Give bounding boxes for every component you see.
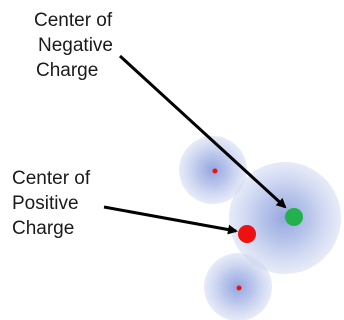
negative-charge-arrow [118,54,287,209]
negative-charge-center [285,208,303,226]
central-atom-cloud [229,162,341,274]
positive-label-line2: Positive [12,193,79,214]
positive-label-line3: Charge [12,218,75,239]
negative-charge-label: Center of Negative Charge [34,8,113,83]
nucleus-bottom [236,285,242,291]
positive-charge-center [238,225,256,243]
negative-label-line1: Center of [34,10,113,31]
positive-charge-label: Center of Positive Charge [12,166,90,241]
negative-label-line2: Negative [38,35,113,56]
nucleus-top [212,168,218,174]
negative-label-line3: Charge [36,60,99,81]
positive-label-line1: Center of [12,168,91,189]
positive-charge-arrow [103,205,238,235]
